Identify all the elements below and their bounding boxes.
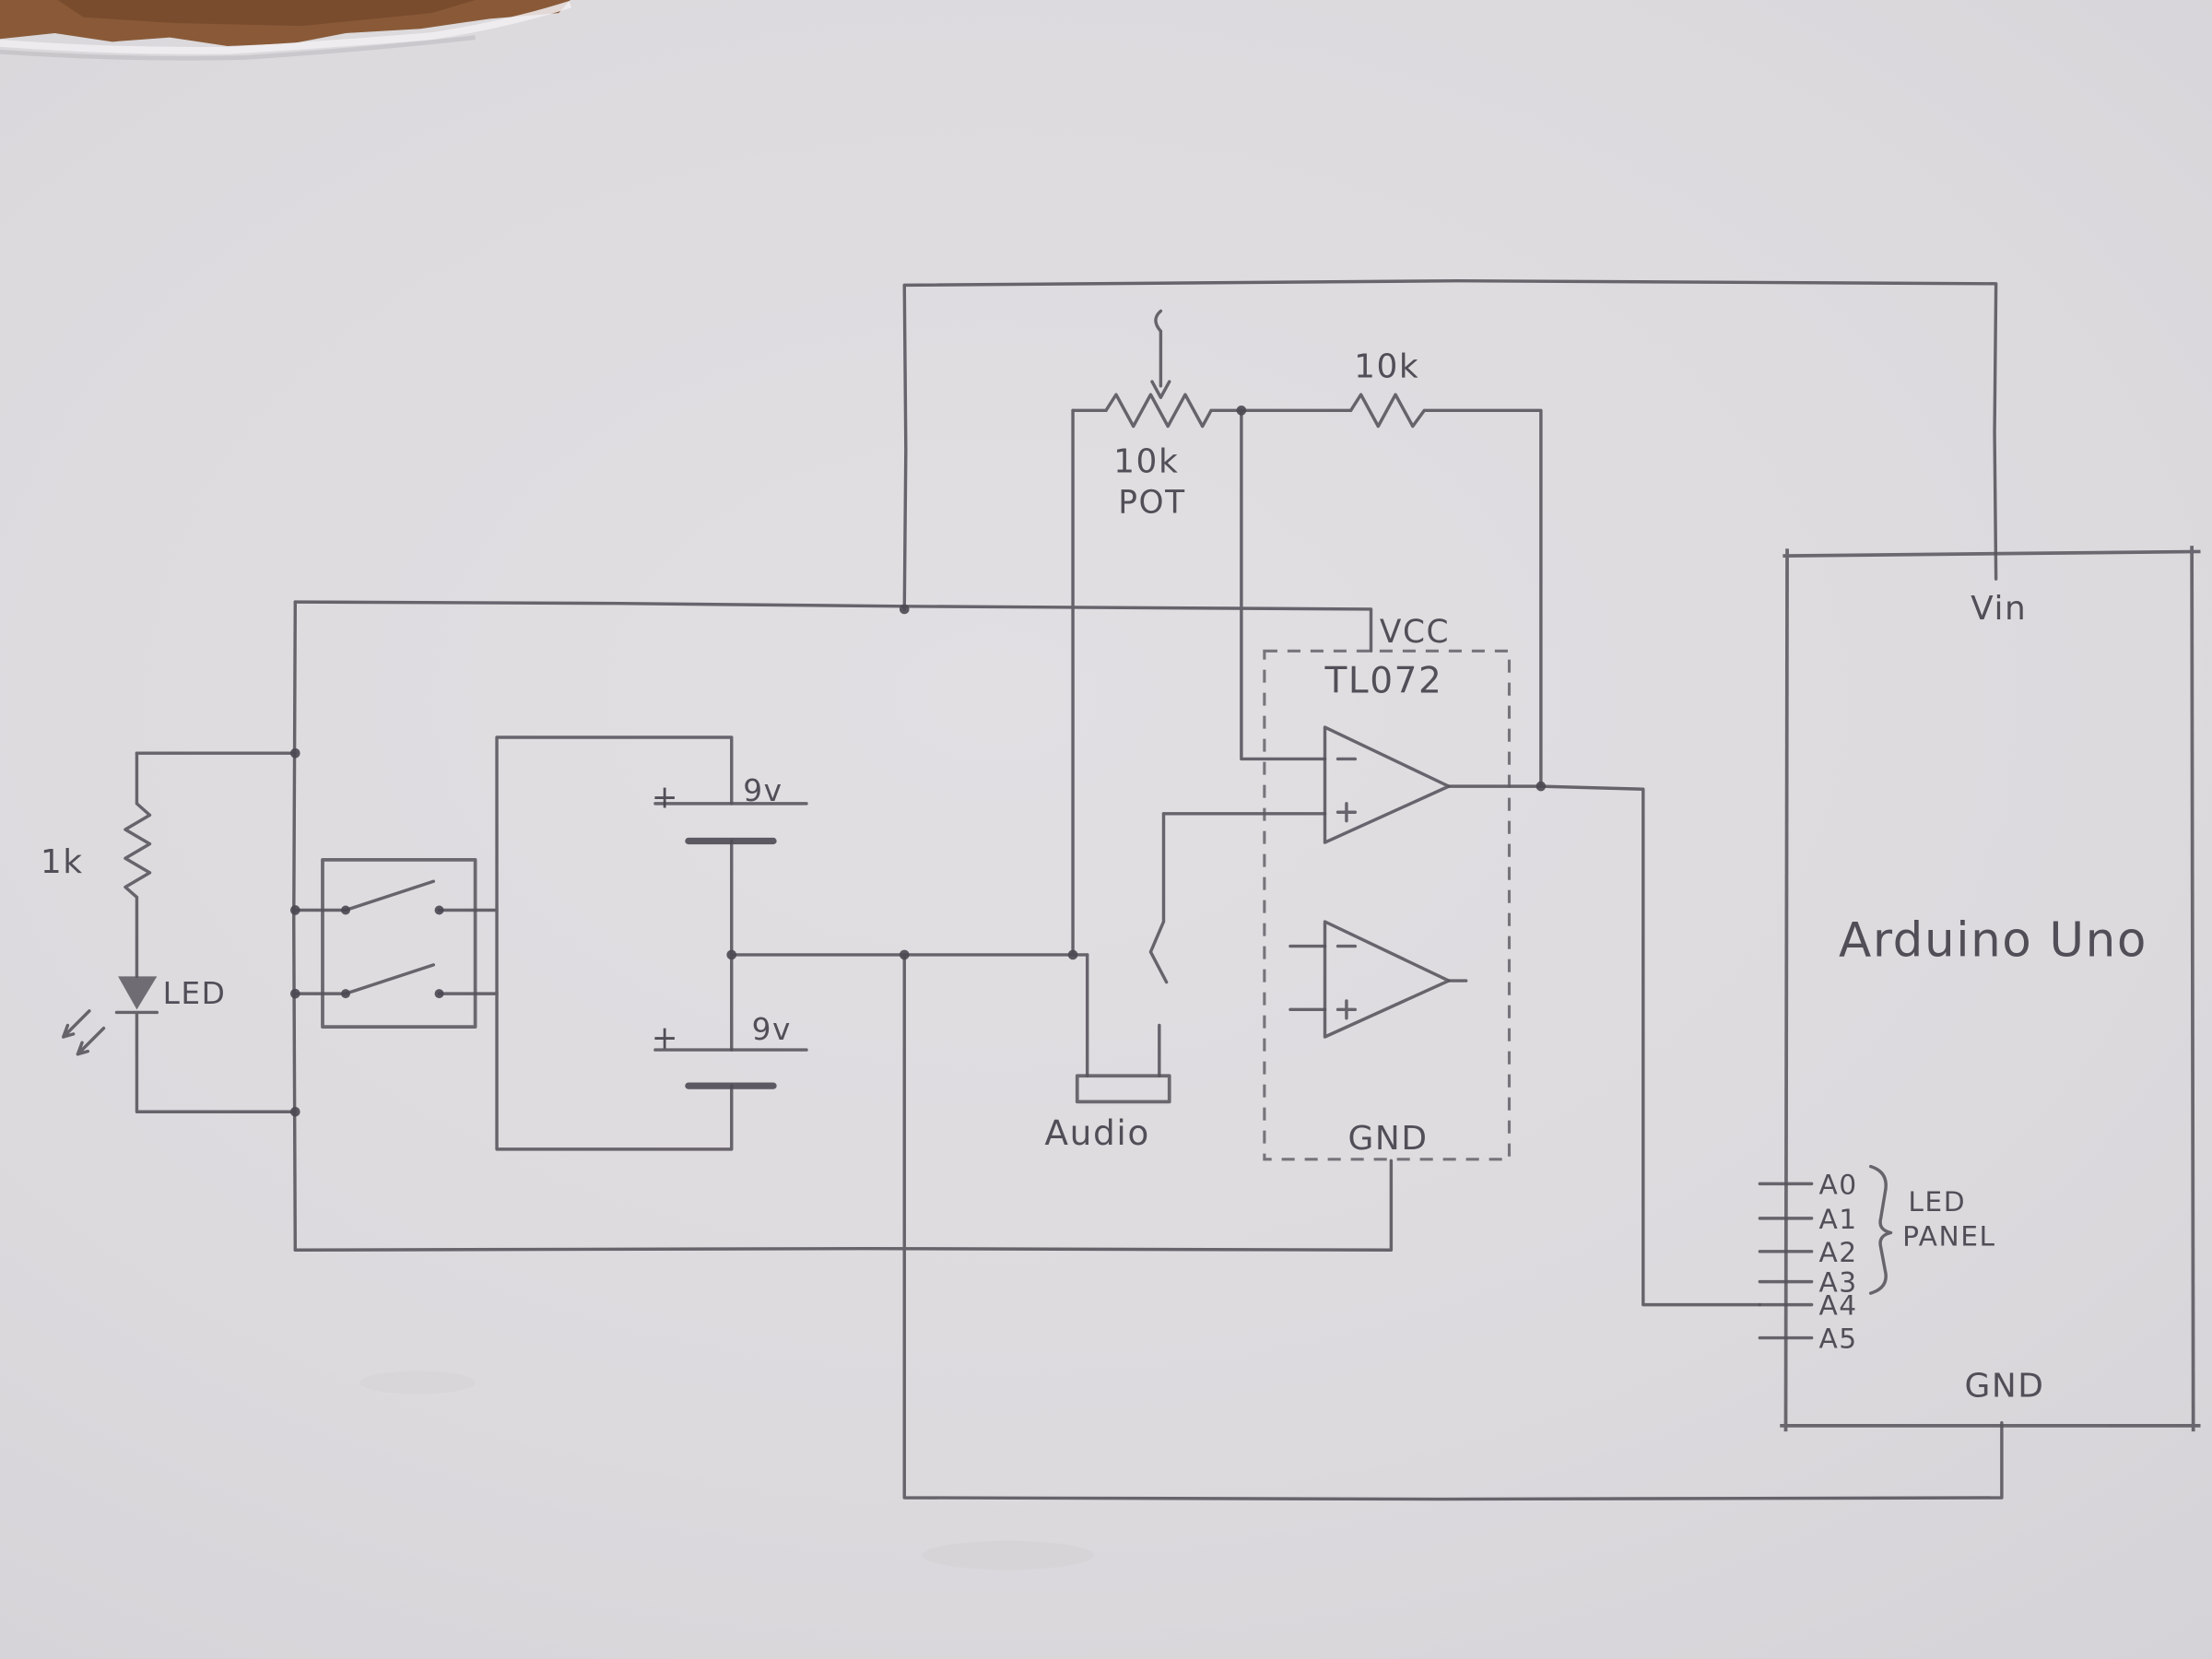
arduino-edge-top — [1783, 549, 2201, 558]
battery-top-9v — [653, 802, 808, 845]
switch-contact-dot — [434, 989, 444, 999]
wood-table-edge — [0, 0, 571, 61]
resistor-10k-feedback — [1348, 393, 1543, 788]
battery-bottom-9v — [653, 1048, 808, 1089]
arduino-analog-pin-ticks — [1758, 1182, 1814, 1340]
wire-bottom-rail — [293, 1159, 1394, 1252]
junction-dot — [899, 949, 910, 960]
label-vcc: VCC — [1380, 614, 1450, 651]
audio-jack-body — [1075, 1074, 1171, 1104]
pot-wiper-arrow-icon — [1150, 309, 1171, 399]
label-pot: POT — [1118, 484, 1185, 521]
paper-blemish — [922, 1540, 1095, 1571]
opamp-a — [1323, 725, 1451, 844]
label-vin: Vin — [1971, 590, 2027, 628]
switch-contact-dot — [341, 989, 350, 999]
opamp-b-plus-icon — [1335, 999, 1358, 1020]
wire-audio-sleeve — [1085, 953, 1161, 1077]
wire-left-column — [292, 600, 298, 1252]
switch-contact-dot — [341, 905, 350, 915]
wire-inverting-input — [1240, 408, 1327, 761]
label-tl072: TL072 — [1324, 661, 1443, 702]
wire-vcc-rail — [293, 600, 1373, 653]
wires — [62, 278, 2004, 1501]
label-battery-top-9v: 9v — [743, 773, 782, 808]
opamp-a-plus-icon — [1335, 802, 1358, 823]
label-feedback-10k: 10k — [1354, 347, 1419, 385]
label-1k: 1k — [41, 843, 84, 881]
opamp-b — [1323, 920, 1451, 1039]
battery-top-plus-sign: + — [652, 780, 679, 817]
label-pin-a1: A1 — [1818, 1203, 1857, 1235]
arduino-board-outline — [1780, 546, 2201, 1432]
label-audio: Audio — [1044, 1112, 1149, 1153]
wood-grain-shadow — [57, 0, 476, 27]
junction-dot — [726, 949, 737, 960]
wire-ground-to-arduino — [902, 953, 2004, 1501]
label-arduino-gnd: GND — [1964, 1368, 2044, 1406]
label-pin-a5: A5 — [1818, 1322, 1857, 1354]
opamp-b-triangle — [1323, 920, 1451, 1039]
label-tl072-gnd: GND — [1348, 1120, 1429, 1158]
label-led: LED — [163, 976, 227, 1011]
resistor-1k — [124, 751, 152, 979]
pin-group-brace — [1868, 1164, 1893, 1295]
label-led-panel-1: LED — [1908, 1185, 1966, 1218]
wire-top-loop-to-vin — [902, 278, 1998, 611]
dpdt-switch-poles — [293, 879, 499, 995]
paper-blemish — [359, 1371, 476, 1394]
junction-dots — [290, 406, 1547, 1117]
switch-contact-dot — [434, 905, 444, 915]
torn-paper-edge — [0, 0, 571, 54]
opamp-a-triangle — [1323, 725, 1451, 844]
label-battery-bottom-9v: 9v — [752, 1012, 792, 1047]
junction-dot — [1236, 406, 1247, 416]
audio-tip-contact — [1148, 812, 1169, 984]
led-icon — [118, 976, 158, 1010]
potentiometer-10k — [1071, 393, 1353, 429]
junction-dot — [290, 988, 300, 999]
battery-bottom-plus-sign: + — [652, 1020, 679, 1057]
arduino-edge-right — [2190, 546, 2195, 1432]
label-pin-a3: A3 — [1818, 1266, 1857, 1299]
tl072-dashed-box — [1263, 649, 1512, 1161]
label-pot-value: 10k — [1113, 442, 1179, 480]
wire-battery-loop — [495, 735, 734, 1151]
junction-dot — [899, 604, 910, 615]
dpdt-switch-box — [321, 857, 477, 1029]
junction-dot — [290, 905, 300, 915]
label-pin-a0: A0 — [1818, 1168, 1857, 1200]
label-pin-a4: A4 — [1818, 1289, 1857, 1322]
junction-dot — [290, 1106, 300, 1117]
led-cathode-wire — [114, 1010, 298, 1113]
label-arduino-uno: Arduino Uno — [1839, 913, 2147, 969]
arduino-edge-left — [1783, 548, 1789, 1432]
junction-dot — [290, 747, 300, 759]
led-emission-arrows-icon — [62, 1009, 106, 1056]
paper-edge-shadow — [0, 35, 476, 61]
junction-dot — [1067, 949, 1078, 960]
label-pin-a2: A2 — [1818, 1236, 1857, 1268]
label-led-panel-2: PANEL — [1902, 1220, 1996, 1253]
opamp-b-stubs — [1288, 944, 1468, 1012]
wire-output-to-a4 — [1447, 784, 1762, 1307]
junction-dot — [1535, 781, 1547, 792]
